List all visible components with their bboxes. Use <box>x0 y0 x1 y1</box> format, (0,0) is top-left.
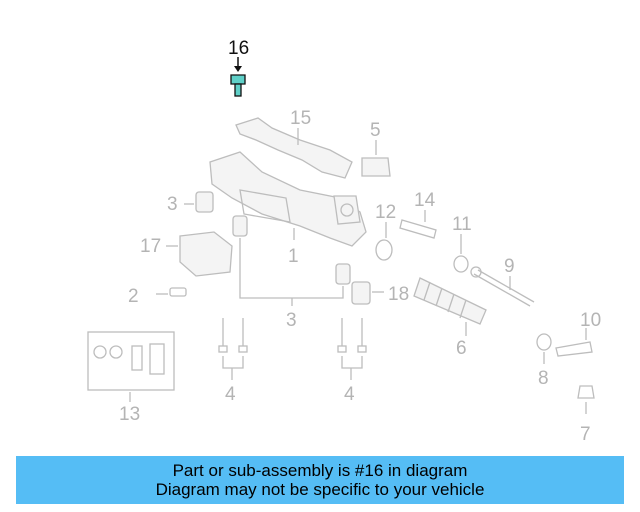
part-4-bolts-right <box>337 318 367 380</box>
callout-14: 14 <box>414 190 436 211</box>
callout-12: 12 <box>375 202 396 223</box>
part-3-bushing-lower <box>351 281 384 305</box>
callout-5: 5 <box>370 120 381 141</box>
part-5-mount <box>361 140 391 177</box>
callout-1: 1 <box>288 246 299 267</box>
part-10-boot <box>413 277 487 336</box>
callout-3-upper: 3 <box>167 194 178 215</box>
callout-8: 8 <box>538 368 549 389</box>
part-18-bolt <box>156 287 187 297</box>
callout-9: 9 <box>504 256 515 277</box>
part-17-cover <box>166 231 233 277</box>
callout-16[interactable]: 16 <box>228 38 249 59</box>
part-9-tie-rod <box>470 266 535 307</box>
part-13-kit <box>87 331 175 402</box>
callout-3-lower: 18 <box>388 284 409 305</box>
part-4-bolts-left <box>218 318 248 380</box>
callout-13: 13 <box>119 404 140 425</box>
part-8-nut <box>536 333 552 364</box>
callout-2: 3 <box>286 310 297 331</box>
callout-15: 15 <box>290 108 311 129</box>
callout-6: 10 <box>580 310 601 331</box>
banner-line-2: Diagram may not be specific to your vehi… <box>155 480 485 499</box>
part-14-bracket <box>399 210 437 239</box>
part-11-clamp <box>453 234 469 273</box>
banner-line-1: Part or sub-assembly is #16 in diagram <box>172 461 468 480</box>
parts-diagram: 16 15 5 1 3 14 12 11 <box>87 38 601 445</box>
info-banner: Part or sub-assembly is #16 in diagram D… <box>16 456 624 504</box>
part-1-steering-rack <box>209 151 367 247</box>
part-2-bushings <box>232 215 351 306</box>
callout-18: 2 <box>128 286 139 307</box>
callout-4-right: 4 <box>344 384 355 405</box>
callout-10: 6 <box>456 338 467 359</box>
part-7-nut <box>577 385 595 414</box>
callout-17: 17 <box>140 236 161 257</box>
part-6-tie-rod-end <box>555 328 593 357</box>
callout-4-left: 4 <box>225 384 236 405</box>
part-16-bolt[interactable] <box>230 57 246 97</box>
part-3-bushing-upper <box>184 191 214 213</box>
callout-7: 7 <box>580 424 591 445</box>
part-12-clamp <box>375 222 393 261</box>
part-15-heat-shield <box>235 117 353 179</box>
callout-11: 11 <box>452 214 472 235</box>
